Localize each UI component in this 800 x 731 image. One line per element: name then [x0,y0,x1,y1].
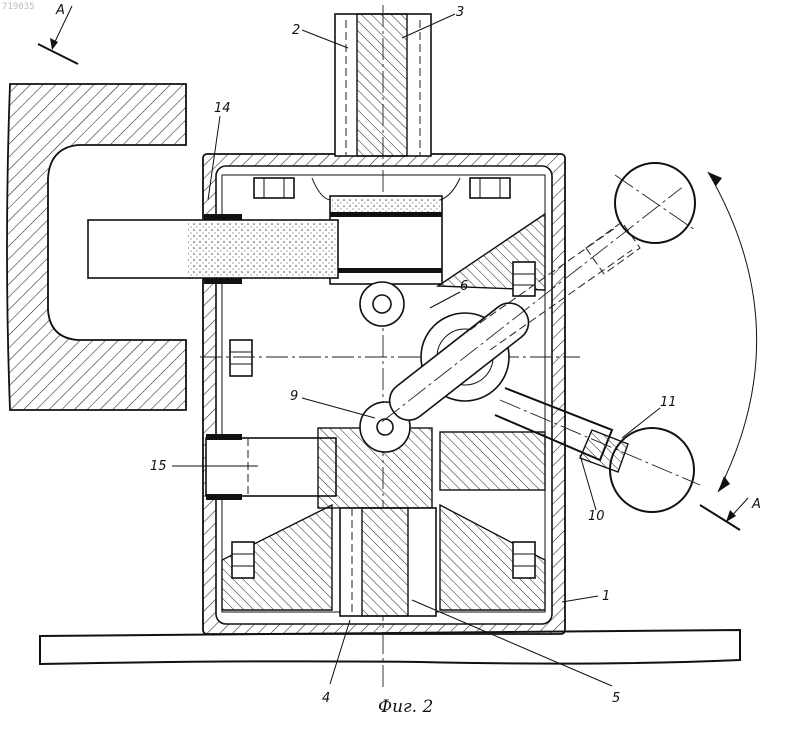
swing-arc [708,172,757,492]
lower-shaft-4-5 [340,508,436,616]
nut-right-upper [513,262,535,296]
section-letter: A [751,497,761,512]
pivot-6 [360,282,404,326]
callout-11: 11 [660,395,677,410]
section-mark-bottom-right: A [700,497,761,530]
callout-3: 3 [456,5,464,20]
callout-9: 9 [290,389,298,404]
nut-left-middle [230,340,252,376]
callout-14: 14 [214,101,231,116]
section-letter: A [55,3,65,18]
callout-4: 4 [322,691,330,706]
section-mark-top-left: A [38,3,78,64]
nut-top-left [254,178,294,198]
base-plate [40,630,740,664]
callout-1: 1 [602,589,610,604]
nut-top-right [470,178,510,198]
figure-caption: Фиг. 2 [378,697,433,717]
callout-6: 6 [460,279,468,294]
callout-5: 5 [612,691,620,706]
callout-2: 2 [292,23,300,38]
nut-right-lower [513,542,535,578]
stamp-number: 719035 [2,2,35,12]
callout-15: 15 [150,459,167,474]
nut-left-lower [232,542,254,578]
bar-14 [88,214,338,284]
callout-10: 10 [588,509,605,524]
